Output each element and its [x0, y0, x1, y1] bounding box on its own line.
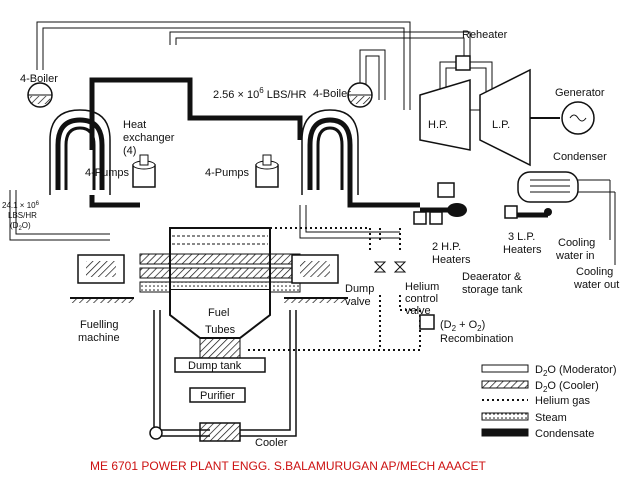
reactor-calandria — [139, 227, 301, 403]
heat-exchanger-label-1: Heat — [123, 119, 146, 131]
heat-exchanger-label-3: (4) — [123, 145, 136, 157]
dump-valve-label-1: Dump — [345, 283, 374, 295]
hp-heaters — [413, 211, 443, 225]
helium-valve-label-2: control — [405, 293, 438, 305]
hp-label: H.P. — [428, 119, 448, 131]
purifier-label: Purifier — [200, 390, 235, 402]
reheater — [455, 55, 471, 71]
legend-label-condensate: Condensate — [535, 428, 594, 440]
reheater-label: Reheater — [462, 29, 508, 41]
cooling-in-label-2: water in — [555, 250, 595, 262]
flow-rate-value: 2.56 × 10 — [213, 89, 259, 101]
legend-label-helium: Helium gas — [535, 395, 591, 407]
fuel-label: Fuel — [208, 307, 229, 319]
deaerator — [437, 182, 467, 217]
flow-rate-label: 2.56 × 106 LBS/HR — [213, 86, 306, 101]
d2o-rate-sub: 2 — [18, 226, 22, 232]
dump-valve — [373, 261, 387, 273]
cooling-in-label-1: Cooling — [558, 237, 595, 249]
legend-swatch-steam — [481, 412, 529, 421]
d2o-rate-label-2: LBS/HR — [8, 211, 37, 220]
cooling-out-label-2: water out — [573, 279, 619, 291]
dump-valve-label-2: valve — [345, 296, 371, 308]
flow-rate-exponent: 6 — [259, 86, 264, 95]
cooler-label: Cooler — [255, 437, 288, 449]
hp-heaters-label-2: Heaters — [432, 254, 471, 266]
heat-exchanger-right — [301, 109, 359, 195]
d2o-rate-o: O) — [22, 221, 31, 230]
legend-label-moderator: D2O (Moderator) — [535, 364, 616, 378]
recomb-close: ) — [482, 319, 486, 331]
legend-label-cooler: D2O (Cooler) — [535, 380, 599, 394]
hp-turbine — [419, 78, 471, 151]
pumps-right-label: 4-Pumps — [205, 167, 250, 179]
helium-valve-label-1: Helium — [405, 281, 439, 293]
legend: D2O (Moderator) D2O (Cooler) Helium gas … — [481, 364, 616, 440]
generator-label: Generator — [555, 87, 605, 99]
helium-valve-label-3: valve — [405, 305, 431, 317]
legend-0-d: D — [535, 364, 543, 376]
recombination-unit — [419, 314, 435, 330]
heat-exchanger-label-2: exchanger — [123, 132, 175, 144]
generator — [530, 101, 595, 135]
legend-swatch-cooler — [481, 380, 529, 389]
fuelling-machine-label-1: Fuelling — [80, 319, 119, 331]
legend-1-sub: 2 — [543, 385, 548, 394]
condenser-label: Condenser — [553, 151, 607, 163]
deaerator-label-1: Deaerator & — [462, 271, 522, 283]
d2o-rate-d: (D — [10, 221, 19, 230]
boiler-right — [347, 82, 373, 108]
legend-swatch-condensate — [481, 428, 529, 437]
lp-heaters-label-2: Heaters — [503, 244, 542, 256]
tubes-label: Tubes — [205, 324, 236, 336]
hp-heaters-label-1: 2 H.P. — [432, 241, 461, 253]
pumps-left-label: 4-Pumps — [85, 167, 130, 179]
boiler-left — [27, 82, 53, 108]
pumps-right — [255, 154, 279, 188]
recomb-sub-1: 2 — [452, 324, 457, 333]
legend-swatch-moderator — [481, 364, 529, 373]
dump-tank-label: Dump tank — [188, 360, 242, 372]
recomb-sub-2: 2 — [477, 324, 482, 333]
boiler-right-label: 4-Boiler — [313, 88, 351, 100]
recombination-label-2: Recombination — [440, 333, 513, 345]
heat-exchanger-left — [49, 109, 111, 195]
fuelling-machine-label-2: machine — [78, 332, 120, 344]
helium-control-valve — [393, 261, 407, 273]
steam-lines — [9, 21, 493, 241]
boiler-left-label: 4-Boiler — [20, 73, 58, 85]
d2o-rate-value: 24.1 × 10 — [2, 201, 36, 210]
diagram-labels: Reheater 4-Boiler 4-Boiler 2.56 × 106 LB… — [2, 29, 619, 449]
recomb-o: + O — [456, 319, 478, 331]
recombination-label-1: (D2 + O2) — [440, 319, 485, 333]
d2o-rate-label-3: (D2O) — [10, 221, 31, 232]
legend-0-rest: O (Moderator) — [547, 364, 616, 376]
d2o-rate-label-1: 24.1 × 106 — [2, 201, 40, 210]
lp-turbine — [479, 68, 531, 167]
lp-heaters-label-1: 3 L.P. — [508, 231, 535, 243]
fuelling-machine-right — [284, 254, 348, 303]
footer-credit: ME 6701 POWER PLANT ENGG. S.BALAMURUGAN … — [90, 459, 487, 473]
legend-1-rest: O (Cooler) — [547, 380, 598, 392]
pumps-left — [132, 154, 156, 188]
legend-label-steam: Steam — [535, 412, 567, 424]
lp-label: L.P. — [492, 119, 510, 131]
d2o-rate-exponent: 6 — [36, 201, 40, 207]
moderator-loop — [149, 310, 297, 442]
deaerator-label-2: storage tank — [462, 284, 523, 296]
lp-heaters — [504, 205, 552, 219]
fuelling-machine-left — [70, 254, 134, 303]
legend-1-d: D — [535, 380, 543, 392]
flow-rate-unit: LBS/HR — [264, 89, 307, 101]
cooling-out-label-1: Cooling — [576, 266, 613, 278]
condenser — [517, 171, 616, 265]
recomb-d: (D — [440, 319, 452, 331]
legend-0-sub: 2 — [543, 369, 548, 378]
